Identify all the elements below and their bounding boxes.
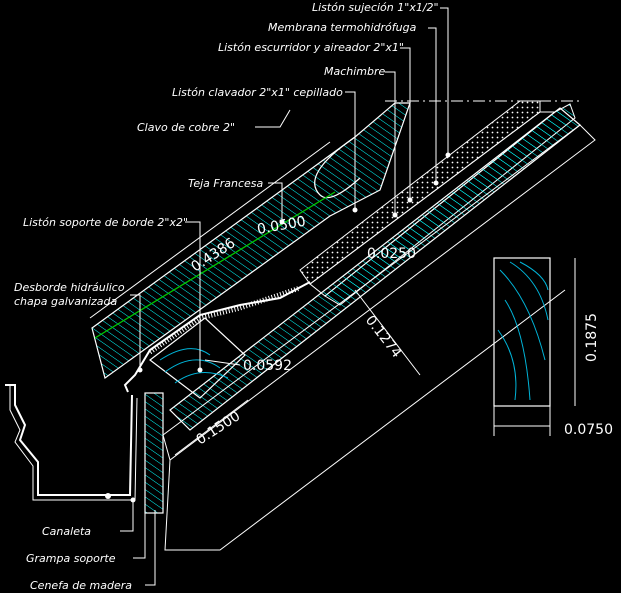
dim-0-0592: 0.0592 [243, 358, 292, 374]
wood-fascia [144, 392, 164, 514]
timber-section [493, 257, 551, 407]
label-clavo: Clavo de cobre 2" [137, 121, 236, 134]
leader-markers [130, 152, 451, 503]
dim-0-1274: 0.1274 [362, 313, 405, 362]
label-liston-escurridor: Listón escurridor y aireador 2"x1" [218, 41, 404, 54]
dim-0-1875: 0.1875 [584, 313, 600, 362]
leader-lines [120, 7, 449, 586]
edge-support-batten [149, 317, 246, 399]
label-grampa: Grampa soporte [26, 552, 116, 565]
label-membrana: Membrana termohidrófuga [268, 21, 417, 34]
label-canaleta: Canaleta [42, 525, 92, 538]
label-desborde-line2: chapa galvanizada [14, 295, 118, 308]
gutter [5, 384, 138, 501]
label-teja: Teja Francesa [188, 177, 264, 190]
label-liston-sujecion: Listón sujeción 1"x1/2" [312, 1, 439, 14]
label-liston-clavador: Listón clavador 2"x1" cepillado [172, 86, 343, 99]
rafter-underside [164, 289, 566, 551]
rafter-board [162, 107, 596, 461]
label-machimbre: Machimbre [324, 65, 386, 78]
dimension-lines [89, 141, 576, 456]
dim-0-0250: 0.0250 [367, 246, 416, 262]
label-cenefa: Cenefa de madera [30, 579, 133, 592]
label-liston-soporte: Listón soporte de borde 2"x2" [23, 216, 189, 229]
flashing-sheet [123, 281, 311, 393]
dim-0-0750: 0.0750 [564, 422, 613, 438]
label-desborde-line1: Desborde hidráulico [14, 281, 125, 294]
tile-green-line [94, 191, 336, 339]
